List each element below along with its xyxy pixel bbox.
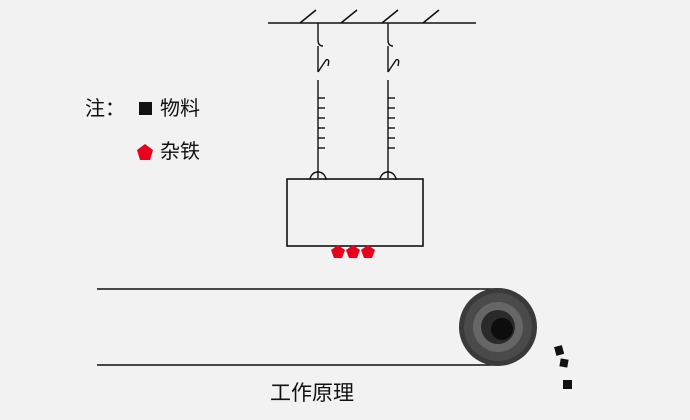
suspension-chain-left — [309, 23, 330, 181]
red-pentagon-icon — [137, 144, 153, 160]
legend-note-label: 注： — [85, 96, 125, 120]
legend-tramp-iron-label: 杂铁 — [160, 139, 200, 163]
material-piece — [563, 380, 572, 389]
head-roller — [459, 288, 537, 366]
tramp-iron-piece — [346, 245, 360, 258]
attracted-tramp-iron — [331, 245, 375, 258]
magnet-housing — [286, 178, 424, 247]
material-piece — [554, 345, 565, 356]
ceiling-support — [268, 9, 476, 24]
legend-material-label: 物料 — [160, 96, 200, 120]
tramp-iron-piece — [331, 245, 345, 258]
tramp-iron-piece — [361, 245, 375, 258]
diagram-caption: 工作原理 — [270, 381, 354, 405]
legend: 注： 物料 杂铁 — [85, 96, 200, 163]
black-square-icon — [139, 102, 152, 115]
conveyor-belt — [97, 288, 498, 366]
falling-material — [554, 345, 572, 389]
suspension-chain-right — [379, 23, 400, 181]
material-piece — [559, 358, 569, 368]
